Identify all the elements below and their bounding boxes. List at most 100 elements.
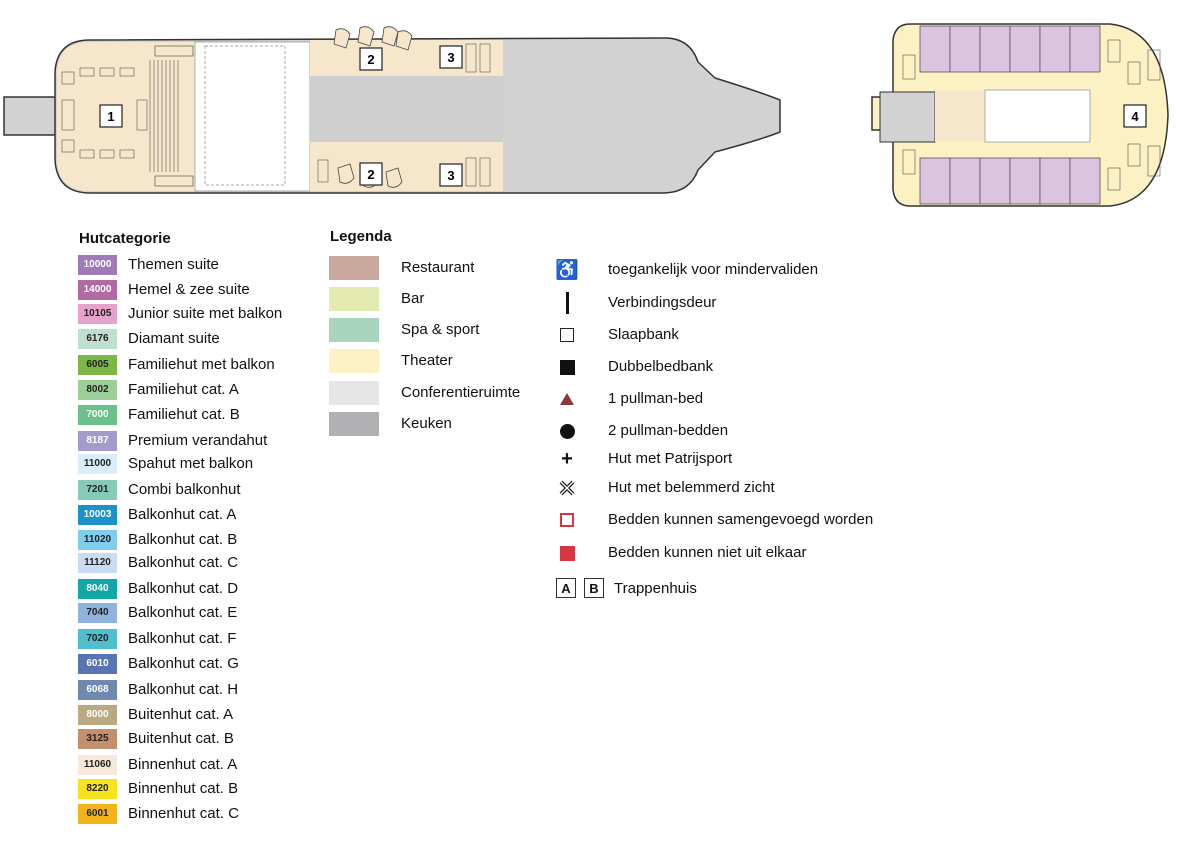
- cabin-category-label: Balkonhut cat. A: [128, 506, 237, 523]
- area-legend-row: Theater: [329, 349, 549, 375]
- cabin-category-code: 11060: [78, 755, 117, 775]
- area-color-swatch: [329, 349, 379, 373]
- area-legend-title: Legenda: [330, 228, 392, 245]
- cabin-category-label: Premium verandahut: [128, 432, 268, 449]
- cabin-category-row: 6001 Binnenhut cat. C: [78, 804, 308, 824]
- symbol-legend-label: toegankelijk voor mindervaliden: [608, 261, 819, 278]
- cabin-category-code: 11000: [78, 454, 117, 474]
- stairwell-legend-label: Trappenhuis: [614, 580, 697, 597]
- symbol-legend-label: Hut met belemmerd zicht: [608, 479, 775, 496]
- sofa-bed-icon: [556, 324, 578, 346]
- stairwell-label: 1: [107, 109, 114, 124]
- stairwell-marker-2-top[interactable]: 2: [359, 47, 383, 71]
- stairwell-marker-1[interactable]: 1: [99, 104, 123, 128]
- stairwell-label: 4: [1131, 109, 1139, 124]
- symbol-legend-row: + Hut met Patrijsport: [556, 448, 896, 472]
- sun-loungers: [902, 39, 1161, 191]
- stairwell-label: 3: [447, 168, 454, 183]
- lounge-chair: [357, 26, 375, 47]
- cabin-legend-title: Hutcategorie: [79, 230, 171, 247]
- cabin-category-code: 11120: [78, 553, 117, 573]
- railing-strip-bottom: [154, 175, 194, 187]
- symbol-legend-row: ♿ toegankelijk voor mindervaliden: [555, 259, 896, 283]
- obstructed-view-icon: [556, 477, 578, 499]
- cabin-category-label: Themen suite: [128, 256, 219, 273]
- deck-plan: 1 2 2 3 3: [3, 23, 1169, 207]
- forward-lounge-bottom: [310, 142, 503, 191]
- cabin-category-code: 6010: [78, 654, 117, 674]
- cabin-category-code: 10000: [78, 255, 117, 275]
- sun-loungers: [61, 67, 148, 159]
- cabin-category-row: 8040 Balkonhut cat. D: [78, 579, 308, 599]
- symbol-legend-label: 1 pullman-bed: [608, 390, 704, 407]
- area-legend-label: Keuken: [401, 415, 452, 432]
- stairwell-label: 2: [367, 52, 374, 67]
- stairwell-icon-a: A: [556, 578, 576, 598]
- cabin-category-code: 8002: [78, 380, 117, 400]
- area-legend-row: Spa & sport: [329, 318, 549, 344]
- symbol-legend-label: Verbindingsdeur: [608, 294, 717, 311]
- cabin-category-label: Binnenhut cat. C: [128, 805, 239, 822]
- cabin-category-code: 11020: [78, 530, 117, 550]
- stairwell-marker-2-bottom[interactable]: 2: [359, 162, 383, 186]
- suite-cabins-bottom: [919, 157, 1101, 205]
- cabin-category-label: Balkonhut cat. D: [128, 580, 239, 597]
- stairwell-label: 2: [367, 167, 374, 182]
- cabin-category-row: 3125 Buitenhut cat. B: [78, 729, 308, 749]
- stairwell-legend-row: A B Trappenhuis: [556, 578, 896, 602]
- wheelchair-icon: ♿: [555, 259, 579, 281]
- symbol-legend-label: Bedden kunnen samengevoegd worden: [608, 511, 874, 528]
- connecting-door-icon: [556, 292, 578, 314]
- bow-area: [503, 40, 663, 191]
- cabin-category-row: 11120 Balkonhut cat. C: [78, 553, 308, 573]
- cabin-category-label: Balkonhut cat. H: [128, 681, 239, 698]
- symbol-legend-label: Dubbelbedbank: [608, 358, 714, 375]
- pool-area: [204, 45, 286, 186]
- stairwell-marker-4[interactable]: 4: [1123, 104, 1147, 128]
- area-legend-label: Restaurant: [401, 259, 475, 276]
- symbol-legend-row: Hut met belemmerd zicht: [556, 477, 896, 501]
- double-sofa-bed-icon: [556, 356, 578, 378]
- cabin-category-label: Balkonhut cat. C: [128, 554, 239, 571]
- aft-lounge-area: [57, 42, 195, 191]
- cabin-category-label: Diamant suite: [128, 330, 220, 347]
- porthole-icon: +: [561, 448, 573, 470]
- area-legend-row: Restaurant: [329, 256, 549, 282]
- cabin-category-label: Balkonhut cat. B: [128, 531, 238, 548]
- cabin-category-code: 8220: [78, 779, 117, 799]
- area-legend-label: Conferentieruimte: [401, 384, 521, 401]
- cabin-category-code: 7000: [78, 405, 117, 425]
- lounge-chair: [337, 163, 355, 184]
- symbol-legend-row: Bedden kunnen niet uit elkaar: [556, 542, 896, 566]
- cabin-category-code: 7020: [78, 629, 117, 649]
- stairwell-marker-3-bottom[interactable]: 3: [439, 163, 463, 187]
- area-legend-label: Bar: [401, 290, 425, 307]
- area-legend-row: Bar: [329, 287, 549, 313]
- stairwell-marker-3-top[interactable]: 3: [439, 45, 463, 69]
- cabin-category-code: 10003: [78, 505, 117, 525]
- cabin-category-code: 7201: [78, 480, 117, 500]
- cabin-category-label: Binnenhut cat. B: [128, 780, 239, 797]
- symbol-legend-label: Bedden kunnen niet uit elkaar: [608, 544, 807, 561]
- area-color-swatch: [329, 381, 379, 405]
- symbol-legend-row: 2 pullman-bedden: [556, 420, 896, 444]
- cabin-category-code: 8040: [78, 579, 117, 599]
- area-legend-label: Theater: [401, 352, 453, 369]
- cabin-category-code: 3125: [78, 729, 117, 749]
- two-pullman-beds-icon: [556, 420, 578, 442]
- lounge-chair: [385, 167, 403, 188]
- cabin-category-label: Buitenhut cat. B: [128, 730, 234, 747]
- cabin-category-code: 6001: [78, 804, 117, 824]
- symbol-legend-label: Hut met Patrijsport: [608, 450, 733, 467]
